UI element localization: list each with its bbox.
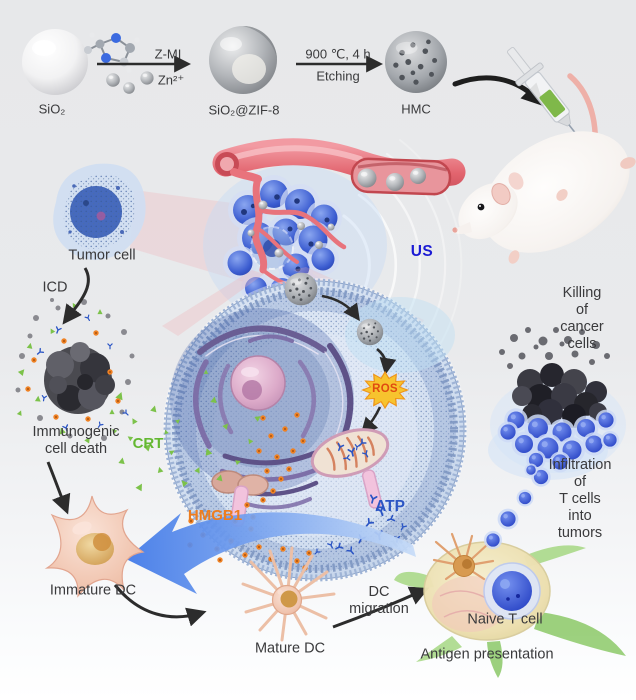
zmi-molecule [84, 32, 140, 73]
label-ros: ROS [372, 383, 398, 396]
label-dc-migration: DC migration [349, 583, 409, 617]
sio2-sphere [22, 29, 88, 95]
ros-starburst [361, 370, 409, 410]
presenting-dc [432, 532, 495, 581]
label-zmi: Z-MI [154, 46, 182, 62]
label-temperature: 900 ℃, 4 h [305, 46, 371, 62]
uptake-arrow [321, 294, 360, 322]
blood-vessel [212, 138, 466, 196]
hmc-sphere [385, 31, 447, 93]
hmc-particle-entering [284, 272, 318, 306]
label-naive-t-cell: Naive T cell [467, 611, 543, 628]
zoom-beam [130, 190, 244, 282]
label-hmc: HMC [401, 101, 431, 117]
killing-cluster [483, 327, 626, 550]
sio2-zif8-sphere [209, 26, 277, 94]
t-cell-trail [483, 463, 551, 550]
immunogenic-arrow [46, 461, 71, 515]
label-infiltration: Infiltration of T cells into tumors [548, 457, 612, 542]
synthesis-row [22, 26, 586, 146]
label-mature-dc: Mature DC [254, 640, 326, 657]
label-hmgb1: HMGB1 [187, 507, 243, 525]
label-immature-dc: Immature DC [49, 582, 137, 599]
syringe [506, 46, 586, 146]
label-immunogenic-cell-death: Immunogenic cell death [32, 423, 120, 457]
damp-release-arrow [126, 512, 416, 594]
naive-t-cell [483, 562, 541, 620]
label-atp: ATP [375, 497, 405, 515]
mouse-ear [508, 172, 524, 190]
cluster-vessels [230, 168, 347, 295]
dying-tumor-cell [15, 298, 135, 444]
label-us: US [410, 242, 434, 260]
zoom-beam [162, 270, 264, 336]
mouse-nose [452, 227, 458, 233]
label-crt: CRT [132, 435, 164, 453]
label-killing-cancer-cells: Killing of cancer cells [560, 284, 604, 353]
mouse-eye [477, 203, 485, 211]
label-sio2-zif8: SiO₂@ZIF-8 [208, 102, 280, 118]
label-antigen-presentation: Antigen presentation [420, 646, 554, 663]
atp-channel [361, 469, 383, 509]
cancer-cell-interior [163, 272, 467, 582]
label-tumor-cell: Tumor cell [68, 247, 136, 264]
debris-dots [499, 327, 610, 369]
immature-dc [44, 495, 145, 598]
label-icd: ICD [42, 279, 68, 296]
injection-arrow [452, 75, 545, 107]
label-etching: Etching [316, 68, 360, 84]
ros-arrow [376, 347, 397, 376]
label-zn: Zn²⁺ [157, 72, 185, 88]
mouse [452, 73, 636, 264]
mature-dc [241, 546, 336, 642]
zn-ions [106, 71, 154, 94]
tumor-cell [53, 163, 146, 261]
mitochondria [310, 428, 390, 478]
hmc-particle-inside [356, 318, 384, 346]
icd-arrow [62, 267, 90, 325]
nucleus [230, 355, 286, 411]
maturation-arrow [113, 584, 207, 627]
antigen-presentation-complex [394, 532, 626, 678]
cell-debris [15, 298, 135, 441]
mouse-ear [491, 182, 511, 206]
migration-arrow [332, 586, 430, 629]
label-sio2: SiO₂ [38, 101, 66, 117]
